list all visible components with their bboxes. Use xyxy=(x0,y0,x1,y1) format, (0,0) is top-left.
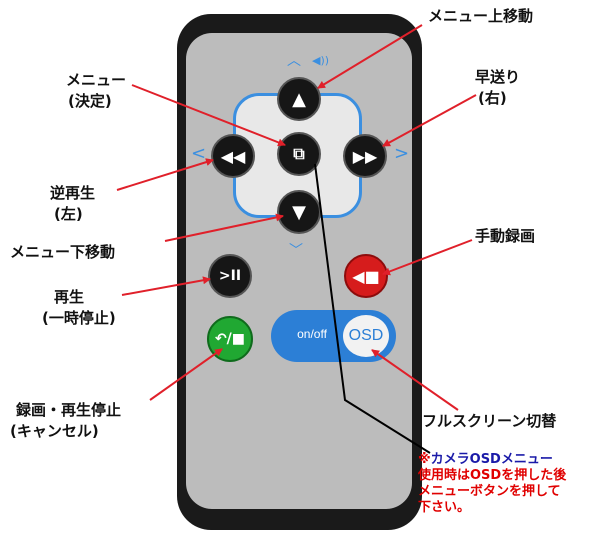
note-mark: ※ xyxy=(418,452,431,467)
callout-menu-select-line1: メニュー xyxy=(66,71,127,89)
play-leader xyxy=(121,276,211,296)
note-line-2: メニューボタンを押して xyxy=(418,484,561,499)
fast-forward-icon: ▶▶ xyxy=(352,146,378,166)
osd-usage-note: ※カメラOSDメニュー 使用時はOSDを押した後 メニューボタンを押して 下さい… xyxy=(418,452,566,516)
menu-up-button[interactable]: ▲ xyxy=(277,77,321,121)
up-hint-icon: ︿ xyxy=(287,53,301,69)
callout-menu-down: メニュー下移動 xyxy=(10,243,116,261)
osd-button[interactable]: OSD xyxy=(341,313,391,359)
menu-windows-icon: ⧉ xyxy=(293,144,305,163)
callout-fast-forward-line2: (右) xyxy=(478,89,507,107)
callout-menu-select-line2: (決定) xyxy=(68,92,112,110)
osd-note-leader xyxy=(314,163,431,454)
callout-reverse-line2: (左) xyxy=(54,205,83,223)
note-line-3: 下さい。 xyxy=(418,500,471,515)
callout-fullscreen: フルスクリーン切替 xyxy=(422,412,557,430)
callout-play-line1: 再生 xyxy=(54,288,85,306)
callout-manual-record: 手動録画 xyxy=(475,227,536,245)
menu-select-leader xyxy=(131,84,286,147)
osd-button-label: OSD xyxy=(348,327,384,344)
down-hint-icon: ﹀ xyxy=(289,243,303,259)
fast-forward-leader xyxy=(382,94,477,147)
play-pause-icon: >II xyxy=(218,268,242,284)
rewind-icon: ◀◀ xyxy=(220,146,246,166)
menu-down-button[interactable]: ▼ xyxy=(277,190,321,234)
reverse-button[interactable]: ◀◀ xyxy=(211,134,255,178)
video-camera-icon: ◀■ xyxy=(352,266,380,286)
callout-play-line2: (一時停止) xyxy=(42,309,116,327)
menu-up-leader xyxy=(317,24,423,89)
fast-forward-button[interactable]: ▶▶ xyxy=(343,134,387,178)
callout-fast-forward-line1: 早送り xyxy=(475,68,521,86)
on-off-button[interactable]: on/off xyxy=(297,327,327,341)
fullscreen-leader xyxy=(371,349,459,411)
play-pause-button[interactable]: >II xyxy=(208,254,252,298)
volume-icon: ◀)) xyxy=(312,54,330,67)
return-stop-icon: ↶/■ xyxy=(214,331,246,347)
reverse-leader xyxy=(116,158,214,191)
note-line-1: 使用時はOSDを押した後 xyxy=(418,468,567,483)
menu-down-leader xyxy=(164,213,284,242)
left-hint-icon: < xyxy=(191,143,207,164)
right-hint-icon: > xyxy=(394,143,410,164)
callout-reverse-line1: 逆再生 xyxy=(50,184,96,202)
record-stop-leader xyxy=(149,348,223,401)
up-arrow-icon: ▲ xyxy=(292,88,306,110)
callout-record-stop-line2: (キャンセル) xyxy=(10,422,99,440)
callout-menu-up: メニュー上移動 xyxy=(428,7,534,25)
note-title: ※カメラOSDメニュー xyxy=(418,452,566,468)
note-title-text: カメラOSDメニュー xyxy=(430,452,553,467)
callout-record-stop-line1: 録画・再生停止 xyxy=(16,401,122,419)
manual-record-leader xyxy=(382,239,473,276)
down-arrow-icon: ▼ xyxy=(292,201,306,223)
manual-record-button[interactable]: ◀■ xyxy=(344,254,388,298)
